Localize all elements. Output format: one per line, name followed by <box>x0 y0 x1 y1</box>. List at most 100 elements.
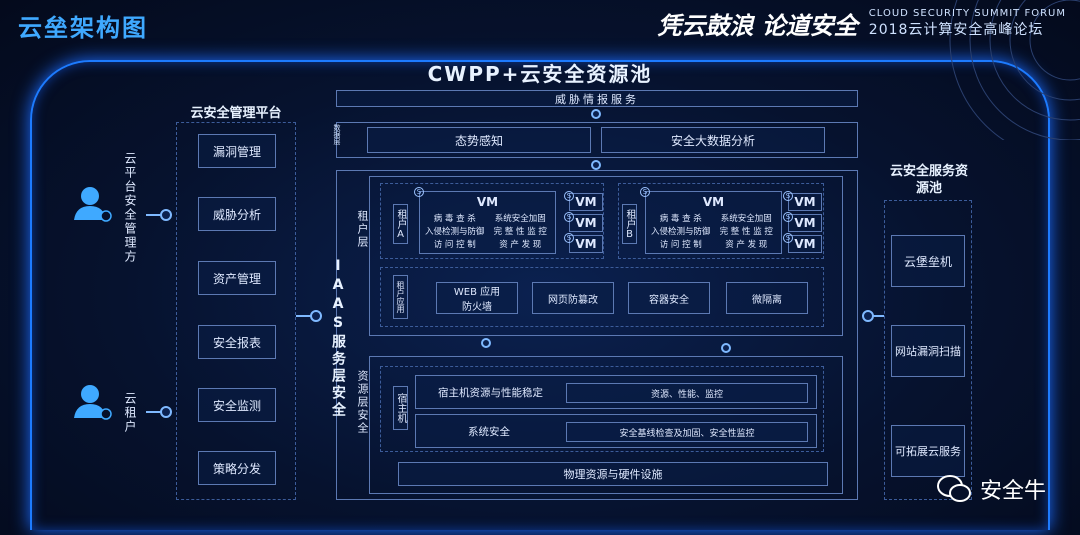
arrow-line <box>146 411 162 413</box>
feature: 病 毒 查 杀 <box>659 214 702 224</box>
brand-en: CLOUD SECURITY SUMMIT FORUM <box>868 8 1066 19</box>
waf-box: WEB 应用 防火墙 <box>436 282 518 314</box>
page-title: 云垒架构图 <box>18 14 148 42</box>
wechat-label: 安全牛 <box>979 479 1046 504</box>
right-panel-header: 云安全服务资源池 <box>889 164 968 196</box>
host-performance-label: 宿主机资源与性能稳定 <box>438 386 543 399</box>
shield-badge-icon: S <box>783 233 793 243</box>
tenant-b-vm: VM 病 毒 查 杀 系统安全加固 入侵检测与防御 完 整 性 监 控 访 问 … <box>645 191 782 254</box>
arrow-dot <box>862 310 874 322</box>
arrow-dot <box>591 109 601 119</box>
resource-layer-label: 资源层安全 <box>356 370 369 435</box>
big-data-analysis: 安全大数据分析 <box>601 127 825 153</box>
left-item-report: 安全报表 <box>198 325 276 359</box>
arrow-dot <box>591 160 601 170</box>
feature: 入侵检测与防御 <box>650 227 711 237</box>
vm-features: 病 毒 查 杀 系统安全加固 入侵检测与防御 完 整 性 监 控 访 问 控 制… <box>651 212 776 250</box>
small-vm: VM <box>569 235 603 253</box>
arrow-dot <box>160 209 172 221</box>
physical-resource-bar: 物理资源与硬件设施 <box>398 462 828 486</box>
tenant-b-zone <box>618 183 824 259</box>
brand-text: CLOUD SECURITY SUMMIT FORUM 2018云计算安全高峰论… <box>869 8 1066 39</box>
container-security-box: 容器安全 <box>628 282 710 314</box>
host-label: 宿主机 <box>393 386 408 430</box>
anti-tamper-box: 网页防篡改 <box>532 282 614 314</box>
micro-segmentation-box: 微隔离 <box>726 282 808 314</box>
glow-frame <box>30 60 1050 530</box>
arrow-dot <box>310 310 322 322</box>
wechat-watermark: 安全牛 <box>936 473 1046 505</box>
tenant-app-label: 租户应用 <box>393 275 408 319</box>
left-panel-header: 云安全管理平台 <box>190 106 282 121</box>
arrow-dot <box>481 338 491 348</box>
bastion-host-box: 云堡垒机 <box>891 235 965 287</box>
feature: 资 产 发 现 <box>499 240 542 250</box>
left-item-monitor: 安全监测 <box>198 388 276 422</box>
arrow-line <box>146 214 162 216</box>
vm-title: VM <box>476 195 499 209</box>
vm-title: VM <box>702 195 725 209</box>
iaas-label: IAAS服务层安全 <box>330 258 346 419</box>
feature: 完 整 性 监 控 <box>719 227 773 237</box>
tenant-b-label: 租户B <box>622 204 637 244</box>
arrow-dot <box>160 406 172 418</box>
situation-awareness: 态势感知 <box>367 127 591 153</box>
tenant-a-vm: VM 病 毒 查 杀 系统安全加固 入侵检测与防御 完 整 性 监 控 访 问 … <box>419 191 556 254</box>
feature: 完 整 性 监 控 <box>493 227 547 237</box>
tenant-layer <box>369 176 843 336</box>
small-vm: VM <box>569 214 603 232</box>
brand-slogan: 凭云鼓浪 论道安全 <box>657 11 858 40</box>
small-vm: VM <box>788 235 822 253</box>
platform-admin-label: 云平台安全管理方 <box>123 152 137 264</box>
feature: 系统安全加固 <box>720 214 772 224</box>
feature: 访 问 控 制 <box>433 240 476 250</box>
tenant-a-zone <box>380 183 604 259</box>
small-vm: VM <box>788 193 822 211</box>
extensible-service-box: 可拓展云服务 <box>891 425 965 477</box>
data-layer <box>336 122 858 158</box>
resource-monitor-box: 资源、性能、监控 <box>566 383 808 403</box>
tenant-app-zone <box>380 267 824 327</box>
vm-features: 病 毒 查 杀 系统安全加固 入侵检测与防御 完 整 性 监 控 访 问 控 制… <box>425 212 550 250</box>
left-item-vuln: 漏洞管理 <box>198 134 276 168</box>
right-panel <box>884 200 972 500</box>
tenant-label: 云租户 <box>123 392 137 434</box>
shield-badge-icon: S <box>640 187 650 197</box>
arrow-line <box>296 315 314 317</box>
tenant-layer-label: 租户层 <box>356 210 369 249</box>
arrow-dot <box>721 343 731 353</box>
shield-badge-icon: S <box>783 212 793 222</box>
left-item-threat: 威胁分析 <box>198 197 276 231</box>
host-zone <box>380 366 824 452</box>
shield-badge-icon: S <box>783 191 793 201</box>
shield-badge-icon: S <box>564 191 574 201</box>
small-vm: VM <box>788 214 822 232</box>
wechat-icon <box>936 475 971 502</box>
baseline-check-box: 安全基线检查及加固、安全性监控 <box>566 422 808 442</box>
tenant-a-label: 租户A <box>393 204 408 244</box>
brand-cn: 2018云计算安全高峰论坛 <box>868 22 1044 38</box>
data-layer-label: 数据层 <box>333 124 341 145</box>
iaas-layer <box>336 170 858 500</box>
system-security-label: 系统安全 <box>468 425 510 438</box>
feature: 系统安全加固 <box>494 214 546 224</box>
left-item-policy: 策略分发 <box>198 451 276 485</box>
feature: 资 产 发 现 <box>725 240 768 250</box>
threat-intel-bar: 威胁情报服务 <box>336 90 858 107</box>
brand-block: 凭云鼓浪 论道安全 CLOUD SECURITY SUMMIT FORUM 20… <box>657 6 1066 41</box>
left-item-asset: 资产管理 <box>198 261 276 295</box>
decorative-arcs <box>949 0 1080 140</box>
tenant-icon <box>74 385 112 420</box>
shield-badge-icon: S <box>414 187 424 197</box>
feature: 访 问 控 制 <box>659 240 702 250</box>
left-panel <box>176 122 296 500</box>
small-vm: VM <box>569 193 603 211</box>
cwpp-title: CWPP+云安全资源池 <box>427 62 653 86</box>
web-vuln-scan-box: 网站漏洞扫描 <box>891 325 965 377</box>
feature: 入侵检测与防御 <box>424 227 485 237</box>
feature: 病 毒 查 杀 <box>433 214 476 224</box>
shield-badge-icon: S <box>564 212 574 222</box>
shield-badge-icon: S <box>564 233 574 243</box>
arrow-line <box>864 315 884 317</box>
resource-layer <box>369 356 843 494</box>
